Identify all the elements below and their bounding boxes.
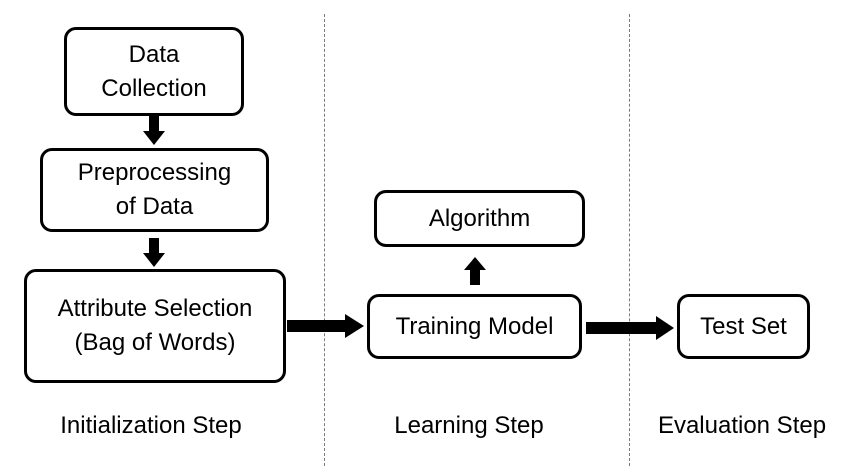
attribute-selection-node: Attribute Selection (Bag of Words) — [24, 269, 286, 383]
divider-learning-evaluation — [629, 14, 630, 466]
training-model-node: Training Model — [367, 294, 582, 359]
evaluation-step-label: Evaluation Step — [657, 412, 827, 439]
test-set-node: Test Set — [677, 294, 810, 359]
preprocessing-line1: Preprocessing — [77, 159, 232, 186]
data-collection-node: Data Collection — [64, 27, 244, 116]
arrow-right-2 — [586, 316, 674, 340]
data-collection-line1: Data — [128, 40, 180, 68]
attribute-selection-line2: (Bag of Words) — [74, 329, 236, 356]
test-set-label: Test Set — [700, 312, 787, 340]
arrow-down-1 — [143, 116, 165, 145]
arrow-down-2 — [143, 238, 165, 267]
learning-step-label: Learning Step — [394, 412, 544, 439]
divider-initialization-learning — [324, 14, 325, 466]
attribute-selection-line1: Attribute Selection — [57, 295, 253, 322]
algorithm-node: Algorithm — [374, 190, 585, 247]
arrow-up — [464, 257, 486, 285]
algorithm-label: Algorithm — [428, 204, 531, 232]
training-model-label: Training Model — [395, 312, 554, 340]
initialization-step-label: Initialization Step — [60, 412, 242, 439]
data-collection-line2: Collection — [101, 74, 207, 102]
arrow-right-1 — [287, 314, 364, 338]
preprocessing-node: Preprocessing of Data — [40, 148, 269, 232]
preprocessing-line2: of Data — [115, 193, 194, 220]
